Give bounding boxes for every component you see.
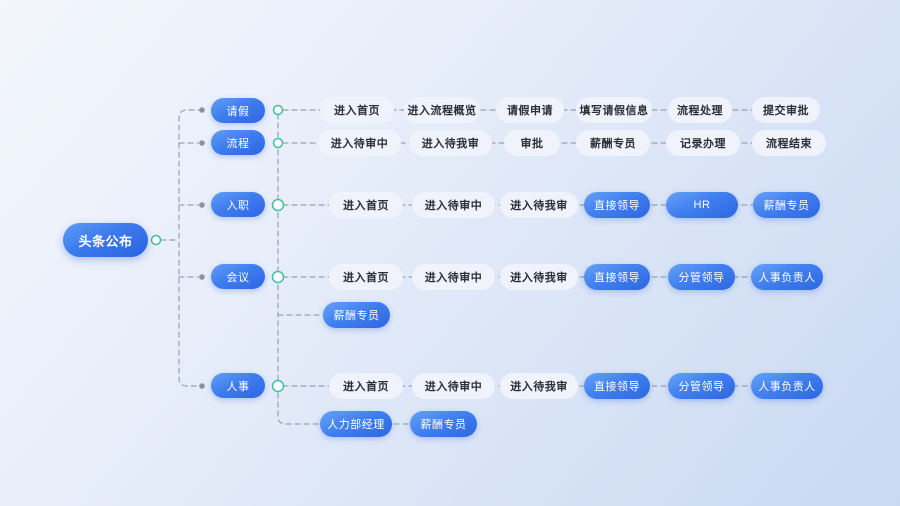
chain-node[interactable]: 进入首页 [320,97,394,123]
branch-node-leave[interactable]: 请假 [211,98,265,123]
chain-node[interactable]: 提交审批 [752,97,820,123]
chain-node[interactable]: 直接领导 [584,373,650,399]
chain-node[interactable]: 进入待我审 [500,373,578,399]
root-node-headline-announcement[interactable]: 头条公布 [63,223,148,257]
chain-node[interactable]: 审批 [504,130,560,156]
chain-node[interactable]: 进入待审中 [412,192,495,218]
chain-node[interactable]: 薪酬专员 [576,130,650,156]
chain-node[interactable]: 直接领导 [584,264,650,290]
chain-node[interactable]: 流程处理 [668,97,732,123]
chain-node[interactable]: 分管领导 [668,264,735,290]
branch-node-hr[interactable]: 人事 [211,373,265,398]
branch-node-meeting[interactable]: 会议 [211,264,265,289]
chain-node[interactable]: 分管领导 [668,373,735,399]
collapse-ports [150,104,285,393]
branch-node-onboarding[interactable]: 入职 [211,192,265,217]
chain-node[interactable]: 进入待审中 [318,130,401,156]
chain-node[interactable]: 填写请假信息 [576,97,652,123]
chain-node[interactable]: 人事负责人 [751,373,823,399]
chain-node[interactable]: 记录办理 [666,130,740,156]
chain-node[interactable]: 进入首页 [329,373,403,399]
chain-node[interactable]: 薪酬专员 [753,192,820,218]
chain-node[interactable]: 请假申请 [496,97,564,123]
sub-chain-node[interactable]: 薪酬专员 [323,302,390,328]
branch-node-process[interactable]: 流程 [211,130,265,155]
chain-node[interactable]: 直接领导 [584,192,650,218]
chain-node[interactable]: HR [666,192,738,218]
junction-dots [199,107,205,389]
chain-node[interactable]: 进入待我审 [409,130,492,156]
chain-node[interactable]: 进入流程概览 [404,97,480,123]
chain-node[interactable]: 人事负责人 [751,264,823,290]
chain-node[interactable]: 进入首页 [329,264,403,290]
chain-node[interactable]: 流程结束 [752,130,826,156]
chain-node[interactable]: 进入首页 [329,192,403,218]
chain-node[interactable]: 进入待我审 [500,264,578,290]
chain-node[interactable]: 进入待审中 [412,373,495,399]
sub-chain-node[interactable]: 人力部经理 [320,411,392,437]
chain-node[interactable]: 进入待审中 [412,264,495,290]
chain-node[interactable]: 进入待我审 [500,192,578,218]
sub-chain-node[interactable]: 薪酬专员 [410,411,477,437]
